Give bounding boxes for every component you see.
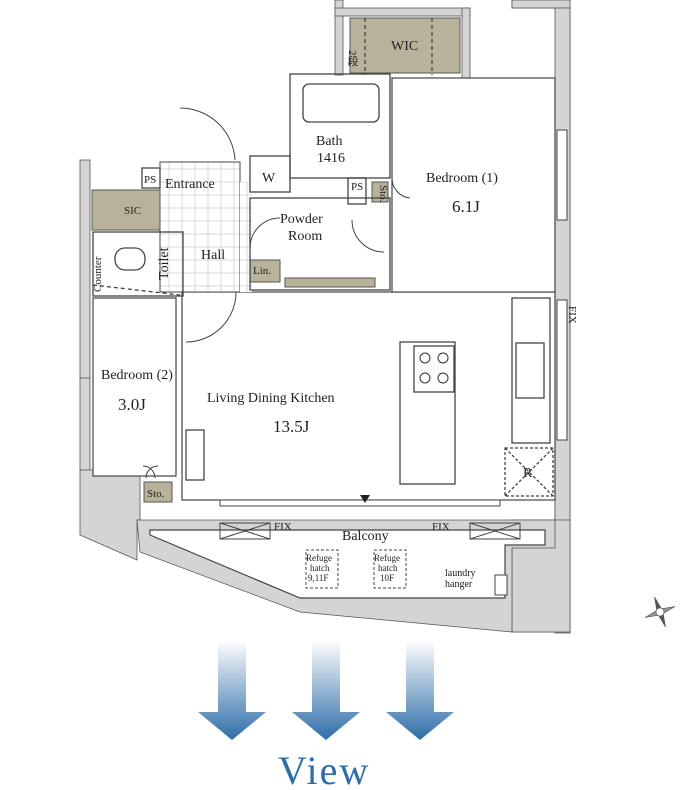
entry-marker [360,495,370,503]
balcony-label: Balcony [342,529,389,544]
bedroom2-label: Bedroom (2) [101,368,173,383]
ps-mid-label: PS [351,181,363,193]
powder-room-label: Room [288,229,322,244]
refuge2-line3: 10F [380,573,394,583]
room-floors [92,77,556,599]
w-label: W [262,171,276,186]
fix-left-label: FIX [274,521,292,533]
ldk-size-label: 13.5J [273,417,310,436]
stove-burners-icon [419,352,449,384]
refuge2-line1: Refuge [374,553,400,563]
powder-label: Powder [280,212,323,227]
refuge1-line3: 9,11F [308,573,328,583]
refuge1-line1: Refuge [306,553,332,563]
hall-label: Hall [201,248,225,263]
lin-label: Lin. [253,265,271,277]
toilet-label: Toilet [157,247,172,280]
compass-rose-icon [644,596,676,628]
entrance-label: Entrance [165,177,215,192]
bath-label: Bath [316,134,342,149]
windows [219,129,568,596]
ps-top-label: PS [144,174,156,186]
refuge2-line2: hatch [378,563,398,573]
sic-label: SIC [124,205,141,217]
bath-size-label: 1416 [317,151,345,166]
fix-right-label: FIX [566,306,578,324]
r-label: R [523,466,533,481]
entrance-floor [159,161,252,293]
bedroom2-size-label: 3.0J [118,395,146,414]
fix-mid-label: FIX [432,521,450,533]
laundry-line2: hanger [445,579,473,590]
laundry-line1: laundry [445,568,476,579]
bedroom1-size-label: 6.1J [452,197,480,216]
sto-bottom-label: Sto. [147,488,165,500]
bedroom1-label: Bedroom (1) [426,171,498,186]
view-arrow-icon [198,640,454,740]
counter-label: Counter [92,256,104,292]
storage-fills [91,17,461,503]
sto-mid-label: Sto. [377,185,389,203]
view-label: View [278,748,370,790]
interior-walls [92,18,554,497]
wic-label: WIC [391,39,418,54]
ldk-label: Living Dining Kitchen [207,391,335,406]
refuge1-line2: hatch [310,563,330,573]
wic-shelf-label: 2段 [346,50,359,67]
door-swings [142,107,411,479]
